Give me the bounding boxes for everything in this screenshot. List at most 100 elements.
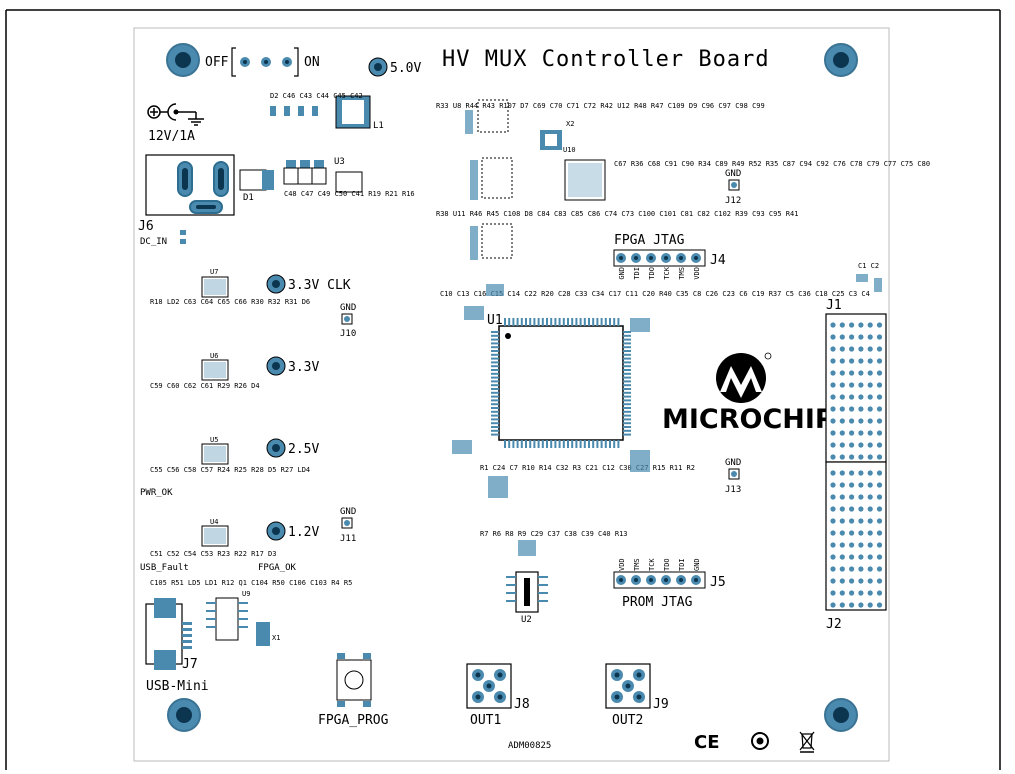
header-pin bbox=[876, 482, 883, 488]
fpga-ic-u1 bbox=[491, 318, 631, 448]
fpga-pin bbox=[609, 318, 611, 326]
fpga-u1-ref: U1 bbox=[487, 313, 503, 328]
ic-u9-label: U9 bbox=[242, 590, 250, 598]
header-pin bbox=[858, 506, 864, 512]
jtag-pin-hole bbox=[694, 578, 698, 582]
header-pin bbox=[867, 334, 873, 340]
jtag-pin-hole bbox=[694, 256, 698, 260]
header-pin bbox=[858, 470, 864, 476]
header-pin bbox=[858, 578, 864, 584]
header-pin bbox=[867, 382, 873, 388]
jtag-pin-hole bbox=[619, 578, 623, 582]
fpga-pin bbox=[491, 433, 499, 436]
jtag-pin-label: TCK bbox=[663, 266, 671, 279]
fpga-pin bbox=[541, 440, 544, 448]
fpga-pin bbox=[491, 350, 499, 352]
fpga-pin bbox=[491, 395, 499, 398]
header-pin bbox=[839, 506, 845, 512]
fpga-pin bbox=[596, 440, 599, 448]
header-pin bbox=[830, 406, 836, 412]
out1-ref: J8 bbox=[514, 697, 530, 712]
header-pin bbox=[839, 454, 845, 460]
silk-group-p4: C59 C60 C62 C61 R29 R26 D4 bbox=[150, 382, 260, 390]
header-j2-ref: J2 bbox=[826, 617, 842, 632]
header-pin bbox=[867, 554, 873, 560]
header-pin bbox=[876, 382, 883, 388]
header-pin bbox=[839, 418, 845, 424]
header-pin bbox=[839, 382, 845, 388]
jtag-pin-label: GND bbox=[693, 558, 701, 571]
gnd-test-point-j12: GND J12 bbox=[725, 169, 741, 206]
prom-jtag-ref: J5 bbox=[710, 575, 726, 590]
fpga-pin bbox=[617, 440, 620, 448]
jtag-pin-hole bbox=[664, 578, 668, 582]
header-pin bbox=[867, 590, 873, 596]
upper-middle-parts bbox=[465, 99, 606, 260]
fpga-pin bbox=[554, 440, 557, 448]
header-pin bbox=[876, 578, 883, 584]
rail-label-2v5: 2.5V bbox=[288, 442, 319, 457]
fpga-pin bbox=[520, 440, 523, 448]
header-pin bbox=[839, 470, 845, 476]
header-pin bbox=[867, 506, 873, 512]
header-pin bbox=[876, 442, 883, 448]
fpga-pin bbox=[562, 318, 565, 326]
fpga-pin bbox=[504, 318, 506, 326]
fpga-ok-label: FPGA_OK bbox=[258, 563, 297, 573]
fpga-pin bbox=[491, 338, 499, 341]
header-pin bbox=[858, 346, 864, 352]
header-pin bbox=[830, 454, 836, 460]
silk-group-p7: C105 R51 LD5 LD1 R12 Q1 C104 R50 C106 C1… bbox=[150, 579, 352, 587]
fpga-pin bbox=[623, 433, 631, 436]
cap-c2-pad bbox=[874, 278, 882, 292]
header-pin bbox=[858, 454, 864, 460]
header-pin bbox=[830, 322, 836, 328]
silk-group-p5: C55 C56 C58 C57 R24 R25 R28 D5 R27 LD4 bbox=[150, 466, 310, 474]
gnd-j12-ref: J12 bbox=[725, 196, 741, 206]
header-pin bbox=[849, 322, 855, 328]
microchip-wordmark: MICROCHIP bbox=[662, 404, 835, 435]
header-pin bbox=[839, 566, 845, 572]
header-pin bbox=[839, 554, 845, 560]
header-pin bbox=[830, 482, 836, 488]
out2-label: OUT2 bbox=[612, 713, 643, 728]
led-dc-in-pad bbox=[180, 230, 186, 235]
header-pin bbox=[867, 346, 873, 352]
fpga-pin bbox=[491, 391, 499, 394]
header-pin bbox=[858, 542, 864, 548]
header-pin bbox=[849, 590, 855, 596]
header-pin bbox=[839, 406, 845, 412]
header-pin bbox=[839, 334, 845, 340]
header-pin bbox=[867, 358, 873, 364]
header-pin bbox=[849, 530, 855, 536]
mounting-hole-bottom-left bbox=[167, 698, 201, 732]
fpga-prog-label: FPGA_PROG bbox=[318, 713, 389, 728]
gnd-j13-label: GND bbox=[725, 458, 741, 468]
header-pin bbox=[858, 482, 864, 488]
header-pin bbox=[830, 554, 836, 560]
header-pin bbox=[830, 370, 836, 376]
jtag-pin-hole bbox=[679, 256, 683, 260]
header-pin bbox=[867, 418, 873, 424]
fpga-pin bbox=[623, 422, 631, 425]
header-j1-ref: J1 bbox=[826, 298, 842, 313]
header-pin bbox=[839, 494, 845, 500]
rail-test-point-2v5: 2.5V bbox=[266, 438, 319, 458]
header-pin bbox=[839, 358, 845, 364]
header-pin bbox=[830, 542, 836, 548]
header-pin bbox=[839, 590, 845, 596]
fpga-pin bbox=[575, 318, 578, 326]
regulator-parts bbox=[239, 95, 371, 193]
fpga-pin bbox=[600, 440, 603, 448]
fpga-pin bbox=[588, 318, 590, 326]
pwr-ok-label: PWR_OK bbox=[140, 488, 173, 498]
fpga-pin bbox=[623, 391, 631, 394]
fpga-pin bbox=[491, 369, 499, 371]
fpga-pin bbox=[588, 440, 590, 448]
header-pin bbox=[858, 566, 864, 572]
header-pin bbox=[830, 470, 836, 476]
header-pin bbox=[867, 566, 873, 572]
